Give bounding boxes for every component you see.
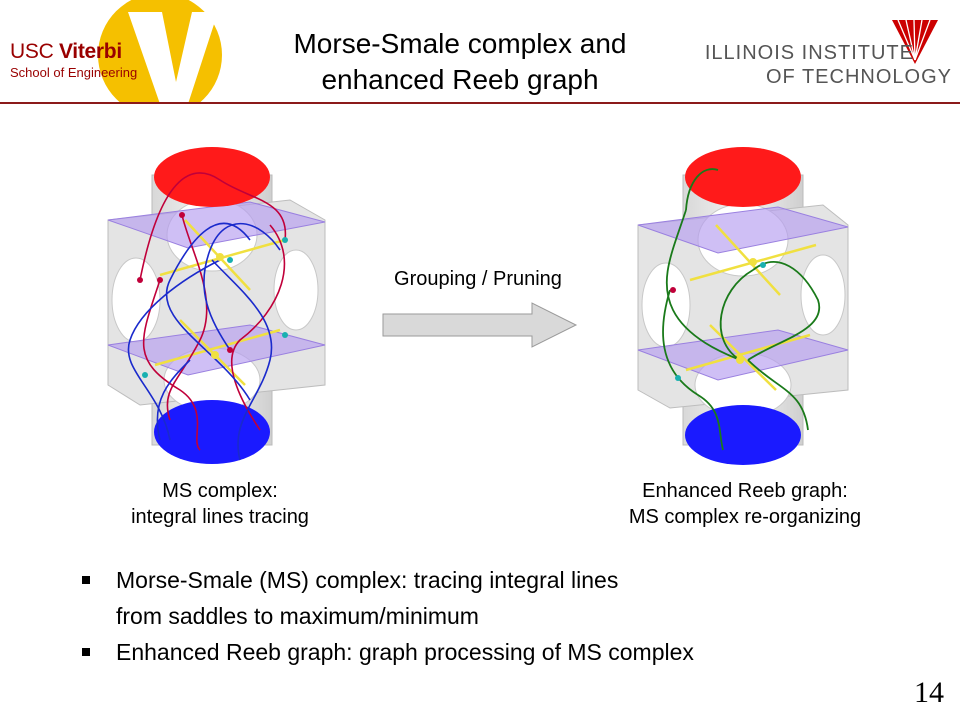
- slide-title: Morse-Smale complex and enhanced Reeb gr…: [240, 26, 680, 98]
- usc-viterbi-wordmark: USC Viterbi: [10, 40, 122, 63]
- iit-logo: ILLINOIS INSTITUTE OF TECHNOLOGY: [700, 20, 960, 100]
- iit-line-1: ILLINOIS INSTITUTE: [704, 42, 914, 64]
- reeb-graph-caption: Enhanced Reeb graph: MS complex re-organ…: [590, 478, 900, 530]
- usc-viterbi-logo: USC Viterbi School of Engineering: [0, 0, 225, 104]
- title-line-2: enhanced Reeb graph: [321, 64, 599, 95]
- viterbi-v-mark: [98, 0, 222, 104]
- square-bullet-icon: [82, 648, 90, 656]
- bullet-item: Morse-Smale (MS) complex: tracing integr…: [80, 562, 900, 634]
- integral-lines: [127, 172, 287, 461]
- usc-school-text: School of Engineering: [10, 65, 138, 80]
- caption-line: MS complex:: [162, 480, 278, 502]
- slide-header: USC Viterbi School of Engineering Morse-…: [0, 0, 960, 104]
- bullet-text: from saddles to maximum/minimum: [116, 603, 479, 629]
- maximum-disk: [154, 147, 270, 207]
- reeb-graph-edges: [662, 168, 821, 451]
- reeb-graph-figure: [637, 147, 849, 465]
- header-rule: [0, 102, 960, 104]
- iit-line-2: OF TECHNOLOGY: [766, 66, 952, 88]
- transform-arrow: [382, 302, 578, 348]
- ms-complex-caption: MS complex: integral lines tracing: [90, 478, 350, 530]
- ms-complex-figure: [107, 147, 326, 464]
- bullet-text: Morse-Smale (MS) complex: tracing integr…: [116, 567, 619, 593]
- critical-points: [670, 258, 766, 381]
- square-bullet-icon: [82, 576, 90, 584]
- minimum-disk: [154, 400, 270, 464]
- caption-line: integral lines tracing: [131, 506, 309, 528]
- caption-line: Enhanced Reeb graph:: [642, 480, 848, 502]
- minimum-disk: [685, 405, 801, 465]
- title-line-1: Morse-Smale complex and: [293, 28, 627, 59]
- grouping-pruning-label: Grouping / Pruning: [394, 268, 562, 290]
- page-number: 14: [914, 676, 944, 709]
- maximum-disk: [685, 147, 801, 207]
- bullet-item: Enhanced Reeb graph: graph processing of…: [80, 634, 900, 670]
- critical-points: [137, 212, 288, 378]
- upper-slab: [637, 206, 849, 254]
- caption-line: MS complex re-organizing: [628, 506, 862, 528]
- iit-triangle-icon: [892, 20, 938, 64]
- bullet-text: Enhanced Reeb graph: graph processing of…: [116, 639, 694, 665]
- bullet-list: Morse-Smale (MS) complex: tracing integr…: [80, 562, 900, 670]
